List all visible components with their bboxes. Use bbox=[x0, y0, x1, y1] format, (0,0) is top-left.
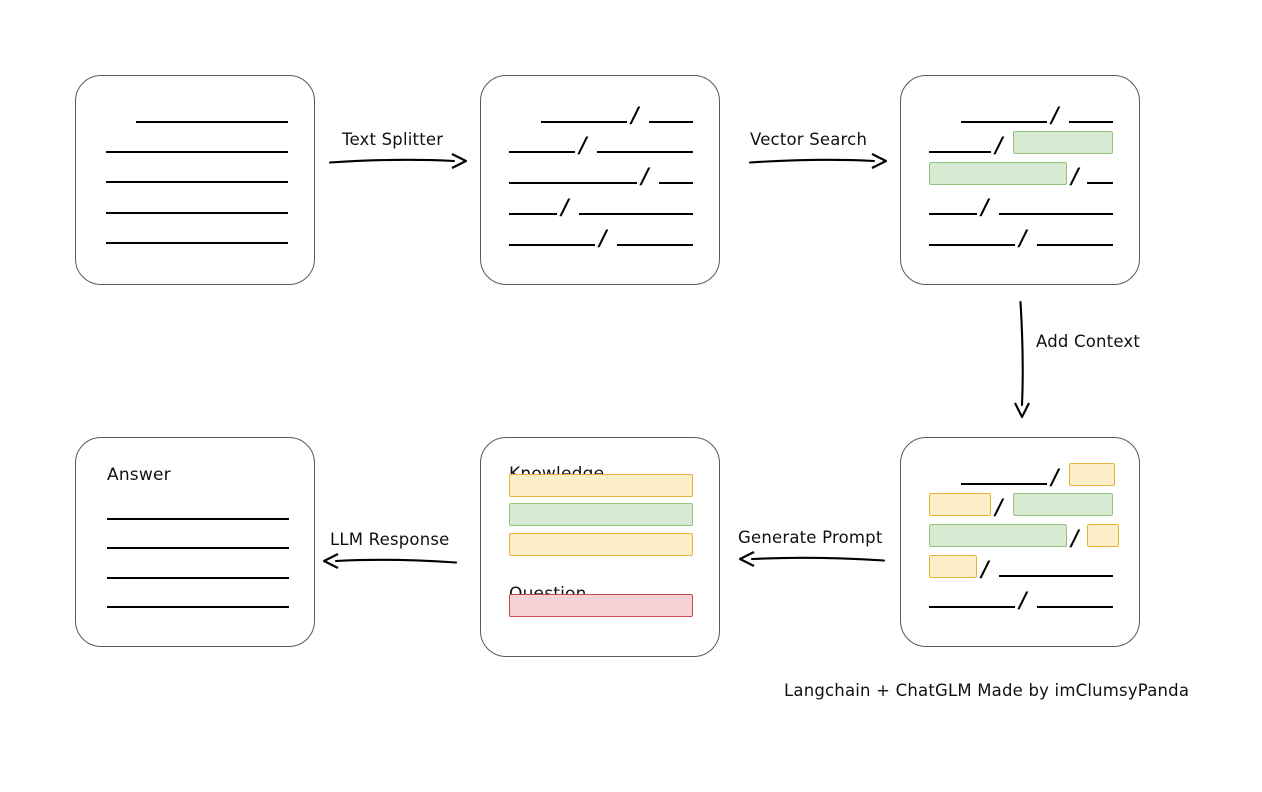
highlight-chip-yellow bbox=[1069, 463, 1115, 486]
text-rule bbox=[107, 606, 289, 608]
node-prompt: KnowledgeQuestion bbox=[480, 437, 720, 657]
footer-credit: Langchain + ChatGLM Made by imClumsyPand… bbox=[784, 681, 1190, 700]
arrow-llm-response-icon bbox=[322, 553, 458, 569]
chunk-separator-slash: / bbox=[995, 494, 1003, 519]
arrow-generate-prompt-icon bbox=[738, 551, 886, 567]
highlight-chip-green bbox=[1013, 131, 1113, 154]
highlight-chip-red bbox=[509, 594, 693, 617]
text-rule bbox=[929, 151, 991, 153]
text-rule bbox=[1087, 182, 1113, 184]
node-answer: Answer bbox=[75, 437, 315, 647]
chunk-separator-slash: / bbox=[1019, 587, 1027, 612]
arrow-text-splitter: Text Splitter bbox=[328, 130, 468, 176]
text-rule bbox=[1037, 244, 1113, 246]
chunk-separator-slash: / bbox=[995, 132, 1003, 157]
arrow-vector-search: Vector Search bbox=[748, 130, 888, 176]
text-rule bbox=[929, 606, 1015, 608]
chunk-separator-slash: / bbox=[1051, 464, 1059, 489]
highlight-chip-green bbox=[929, 524, 1067, 547]
text-rule bbox=[999, 213, 1113, 215]
node-context-chunks: / / / / / bbox=[900, 437, 1140, 647]
chunk-separator-slash: / bbox=[599, 225, 607, 250]
text-rule bbox=[1069, 121, 1113, 123]
text-rule bbox=[617, 244, 693, 246]
node-source-document bbox=[75, 75, 315, 285]
text-rule bbox=[106, 181, 288, 183]
arrow-label-add-context: Add Context bbox=[1036, 332, 1141, 351]
node-vector-matches: / / / / / bbox=[900, 75, 1140, 285]
chunk-separator-slash: / bbox=[631, 102, 639, 127]
text-rule bbox=[929, 244, 1015, 246]
node-answer-heading: Answer bbox=[107, 465, 171, 485]
highlight-chip-yellow bbox=[509, 533, 693, 556]
arrow-label-generate-prompt: Generate Prompt bbox=[738, 528, 883, 547]
chunk-separator-slash: / bbox=[641, 163, 649, 188]
text-rule bbox=[961, 121, 1047, 123]
text-rule bbox=[1037, 606, 1113, 608]
chunk-separator-slash: / bbox=[579, 132, 587, 157]
text-rule bbox=[659, 182, 693, 184]
arrow-generate-prompt: Generate Prompt bbox=[738, 528, 886, 574]
arrow-add-context: Add Context bbox=[1012, 300, 1140, 422]
text-rule bbox=[107, 577, 289, 579]
text-rule bbox=[579, 213, 693, 215]
highlight-chip-green bbox=[509, 503, 693, 526]
text-rule bbox=[649, 121, 693, 123]
text-rule bbox=[106, 151, 288, 153]
highlight-chip-green bbox=[929, 162, 1067, 185]
arrow-llm-response: LLM Response bbox=[322, 530, 458, 576]
node-split-chunks: / / / / / bbox=[480, 75, 720, 285]
arrow-text-splitter-icon bbox=[328, 153, 468, 169]
text-rule bbox=[541, 121, 627, 123]
text-rule bbox=[961, 483, 1047, 485]
chunk-separator-slash: / bbox=[561, 194, 569, 219]
text-rule bbox=[509, 182, 637, 184]
arrow-add-context-icon bbox=[1014, 300, 1030, 419]
chunk-separator-slash: / bbox=[981, 194, 989, 219]
text-rule bbox=[106, 242, 288, 244]
text-rule bbox=[929, 213, 977, 215]
chunk-separator-slash: / bbox=[1051, 102, 1059, 127]
highlight-chip-yellow bbox=[509, 474, 693, 497]
text-rule bbox=[597, 151, 693, 153]
text-rule bbox=[136, 121, 288, 123]
highlight-chip-yellow bbox=[929, 493, 991, 516]
text-rule bbox=[999, 575, 1113, 577]
arrow-label-text-splitter: Text Splitter bbox=[342, 130, 444, 149]
arrow-label-llm-response: LLM Response bbox=[330, 530, 450, 549]
highlight-chip-yellow bbox=[1087, 524, 1119, 547]
arrow-vector-search-icon bbox=[748, 153, 888, 169]
text-rule bbox=[509, 244, 595, 246]
chunk-separator-slash: / bbox=[1071, 525, 1079, 550]
text-rule bbox=[509, 213, 557, 215]
text-rule bbox=[107, 518, 289, 520]
chunk-separator-slash: / bbox=[1019, 225, 1027, 250]
highlight-chip-green bbox=[1013, 493, 1113, 516]
text-rule bbox=[107, 547, 289, 549]
text-rule bbox=[509, 151, 575, 153]
arrow-label-vector-search: Vector Search bbox=[750, 130, 868, 149]
text-rule bbox=[106, 212, 288, 214]
chunk-separator-slash: / bbox=[1071, 163, 1079, 188]
highlight-chip-yellow bbox=[929, 555, 977, 578]
chunk-separator-slash: / bbox=[981, 556, 989, 581]
